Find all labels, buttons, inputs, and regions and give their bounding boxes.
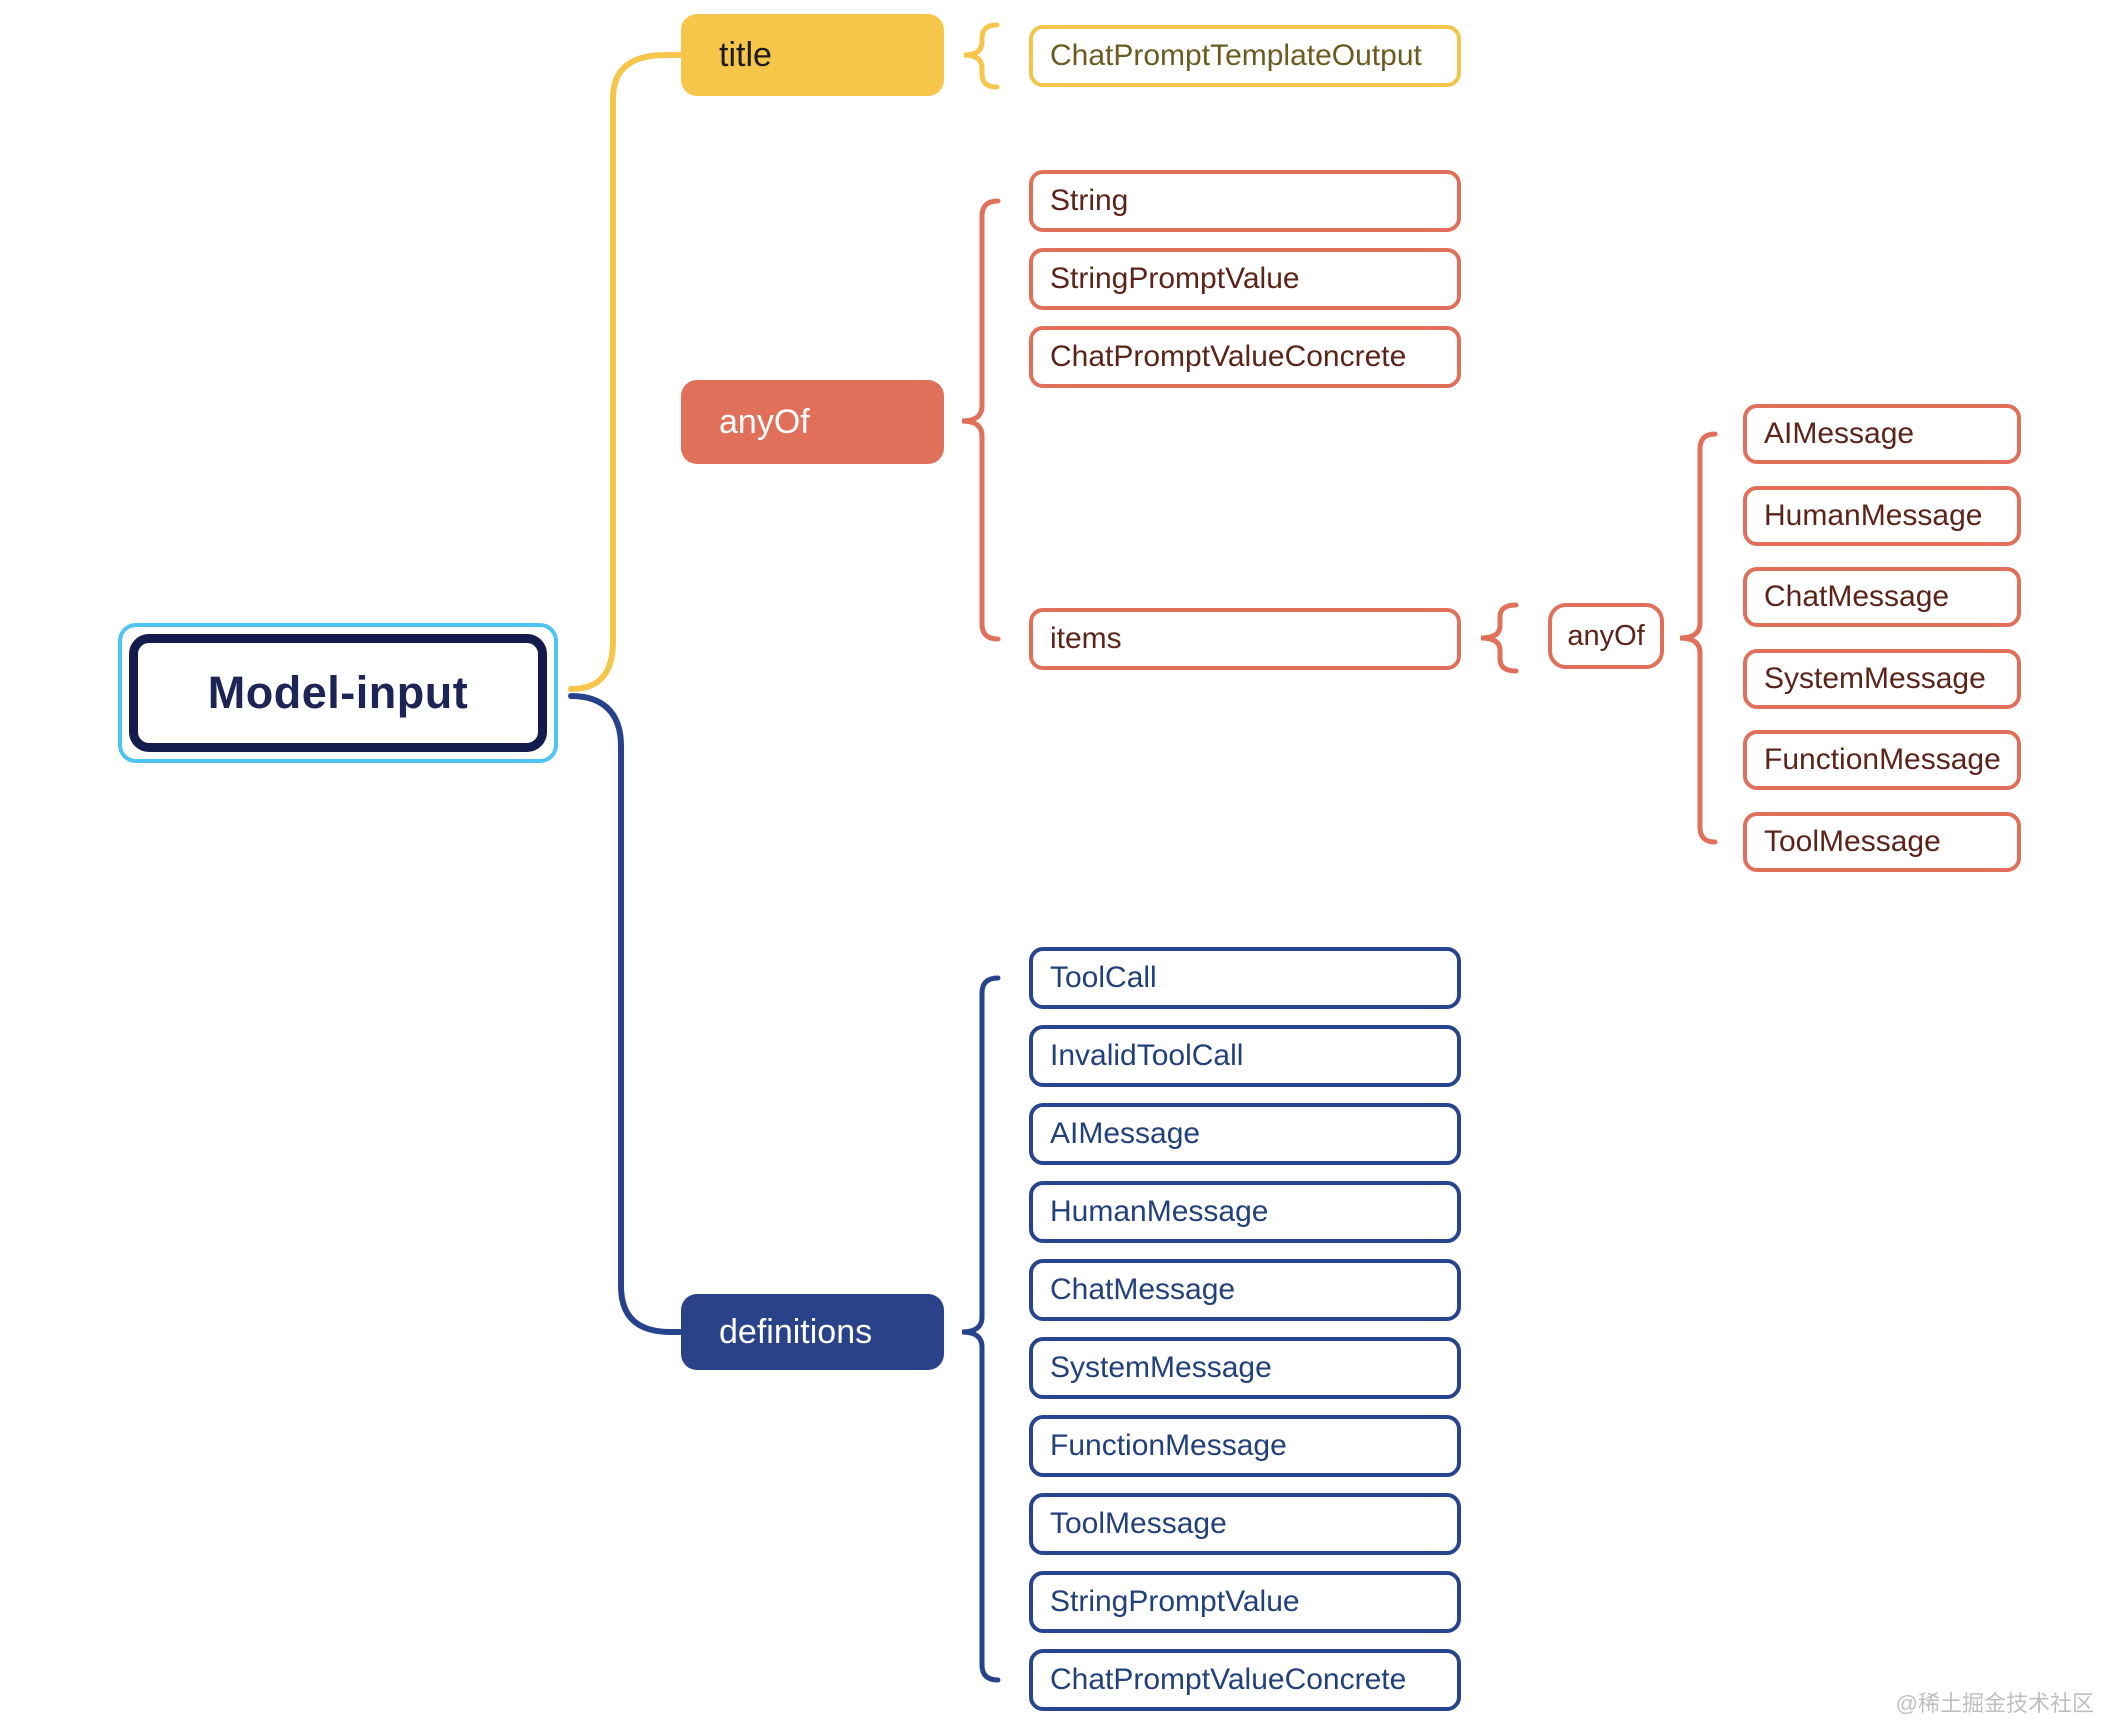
- node-humanmessage: HumanMessage: [1743, 486, 2021, 546]
- node-def-chatpromptvalueconcrete: ChatPromptValueConcrete: [1029, 1649, 1461, 1711]
- node-def-chatmessage: ChatMessage: [1029, 1259, 1461, 1321]
- leaf-label: SystemMessage: [1050, 1351, 1272, 1384]
- node-def-functionmessage: FunctionMessage: [1029, 1415, 1461, 1477]
- node-title-label: title: [719, 35, 772, 74]
- leaf-label: ChatMessage: [1764, 580, 1950, 613]
- node-def-toolcall: ToolCall: [1029, 947, 1461, 1009]
- node-chatpromptvalueconcrete: ChatPromptValueConcrete: [1029, 326, 1461, 388]
- root-node-inner: Model-input: [129, 634, 547, 752]
- leaf-label: ChatPromptValueConcrete: [1050, 1663, 1407, 1696]
- node-def-stringpromptvalue: StringPromptValue: [1029, 1571, 1461, 1633]
- node-definitions: definitions: [681, 1294, 944, 1370]
- node-stringpromptvalue: StringPromptValue: [1029, 248, 1461, 310]
- node-def-systemmessage: SystemMessage: [1029, 1337, 1461, 1399]
- brace-items: [1480, 602, 1519, 674]
- leaf-label: HumanMessage: [1050, 1195, 1269, 1228]
- leaf-label: ToolMessage: [1050, 1507, 1227, 1540]
- leaf-label: ToolMessage: [1764, 825, 1941, 858]
- node-title: title: [681, 14, 944, 96]
- root-node-model-input: Model-input: [118, 623, 558, 763]
- leaf-label: ChatMessage: [1050, 1273, 1236, 1306]
- leaf-label: InvalidToolCall: [1050, 1039, 1244, 1072]
- node-anyof: anyOf: [681, 380, 944, 464]
- leaf-label: StringPromptValue: [1050, 1585, 1300, 1618]
- root-label: Model-input: [207, 667, 469, 718]
- brace-title: [963, 22, 1000, 90]
- leaf-label: HumanMessage: [1764, 499, 1983, 532]
- node-items-anyof-label: anyOf: [1567, 619, 1645, 652]
- leaf-label: FunctionMessage: [1764, 743, 2001, 776]
- brace-anyof: [961, 198, 1001, 642]
- node-items-anyof: anyOf: [1548, 603, 1664, 669]
- node-chatmessage: ChatMessage: [1743, 567, 2021, 627]
- leaf-label: SystemMessage: [1764, 662, 1986, 695]
- node-items: items: [1029, 608, 1461, 670]
- node-aimessage: AIMessage: [1743, 404, 2021, 464]
- leaf-label: AIMessage: [1764, 417, 1915, 450]
- node-anyof-label: anyOf: [719, 402, 810, 441]
- node-definitions-label: definitions: [719, 1312, 873, 1351]
- leaf-label: StringPromptValue: [1050, 262, 1300, 295]
- watermark: @稀土掘金技术社区: [1895, 1691, 2094, 1716]
- node-toolmessage: ToolMessage: [1743, 812, 2021, 872]
- leaf-label: FunctionMessage: [1050, 1429, 1287, 1462]
- leaf-label: items: [1050, 622, 1122, 655]
- connector-root-definitions: [568, 693, 683, 1335]
- leaf-label: AIMessage: [1050, 1117, 1201, 1150]
- leaf-label: ToolCall: [1050, 961, 1157, 994]
- node-string: String: [1029, 170, 1461, 232]
- connector-root-title: [568, 52, 683, 692]
- brace-messages: [1679, 431, 1718, 845]
- node-def-aimessage: AIMessage: [1029, 1103, 1461, 1165]
- leaf-label: String: [1050, 184, 1129, 217]
- leaf-label: ChatPromptTemplateOutput: [1050, 39, 1422, 72]
- node-def-toolmessage: ToolMessage: [1029, 1493, 1461, 1555]
- leaf-label: ChatPromptValueConcrete: [1050, 340, 1407, 373]
- brace-definitions: [961, 975, 1001, 1683]
- node-def-humanmessage: HumanMessage: [1029, 1181, 1461, 1243]
- node-functionmessage: FunctionMessage: [1743, 730, 2021, 790]
- node-def-invalidtoolcall: InvalidToolCall: [1029, 1025, 1461, 1087]
- node-systemmessage: SystemMessage: [1743, 649, 2021, 709]
- node-chatprompttemplateoutput: ChatPromptTemplateOutput: [1029, 25, 1461, 87]
